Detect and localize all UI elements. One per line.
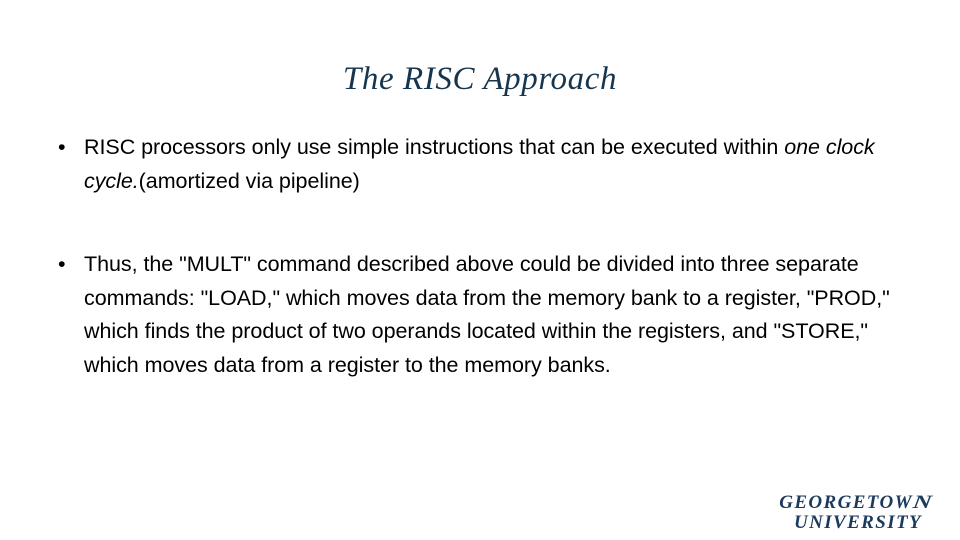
bullet-icon: •: [58, 252, 66, 276]
logo-georgetown-text: GEORGETOW: [779, 492, 913, 513]
bullet-1-segment-0: RISC processors only use simple instruct…: [84, 135, 785, 159]
list-item: • Thus, the "MULT" command described abo…: [52, 248, 918, 382]
logo-line-university: UNIVERSITY: [793, 512, 922, 533]
list-item: • RISC processors only use simple instru…: [52, 131, 918, 198]
logo-line-georgetown: GEORGETOWN: [779, 492, 935, 513]
bullet-1-segment-2: (amortized via pipeline): [138, 168, 360, 193]
bullet-1-segment-1-emphasis: one clock cycle.: [84, 135, 881, 193]
slide-body: • RISC processors only use simple instru…: [52, 131, 918, 382]
georgetown-university-logo: GEORGETOWN UNIVERSITY: [779, 492, 935, 533]
bullet-text-2: Thus, the "MULT" command described above…: [84, 252, 896, 377]
page-title: The RISC Approach: [342, 61, 618, 98]
logo-swash-n-icon: N: [911, 492, 935, 513]
bullet-text-1: RISC processors only use simple instruct…: [84, 131, 918, 198]
bullet-icon: •: [58, 135, 66, 159]
